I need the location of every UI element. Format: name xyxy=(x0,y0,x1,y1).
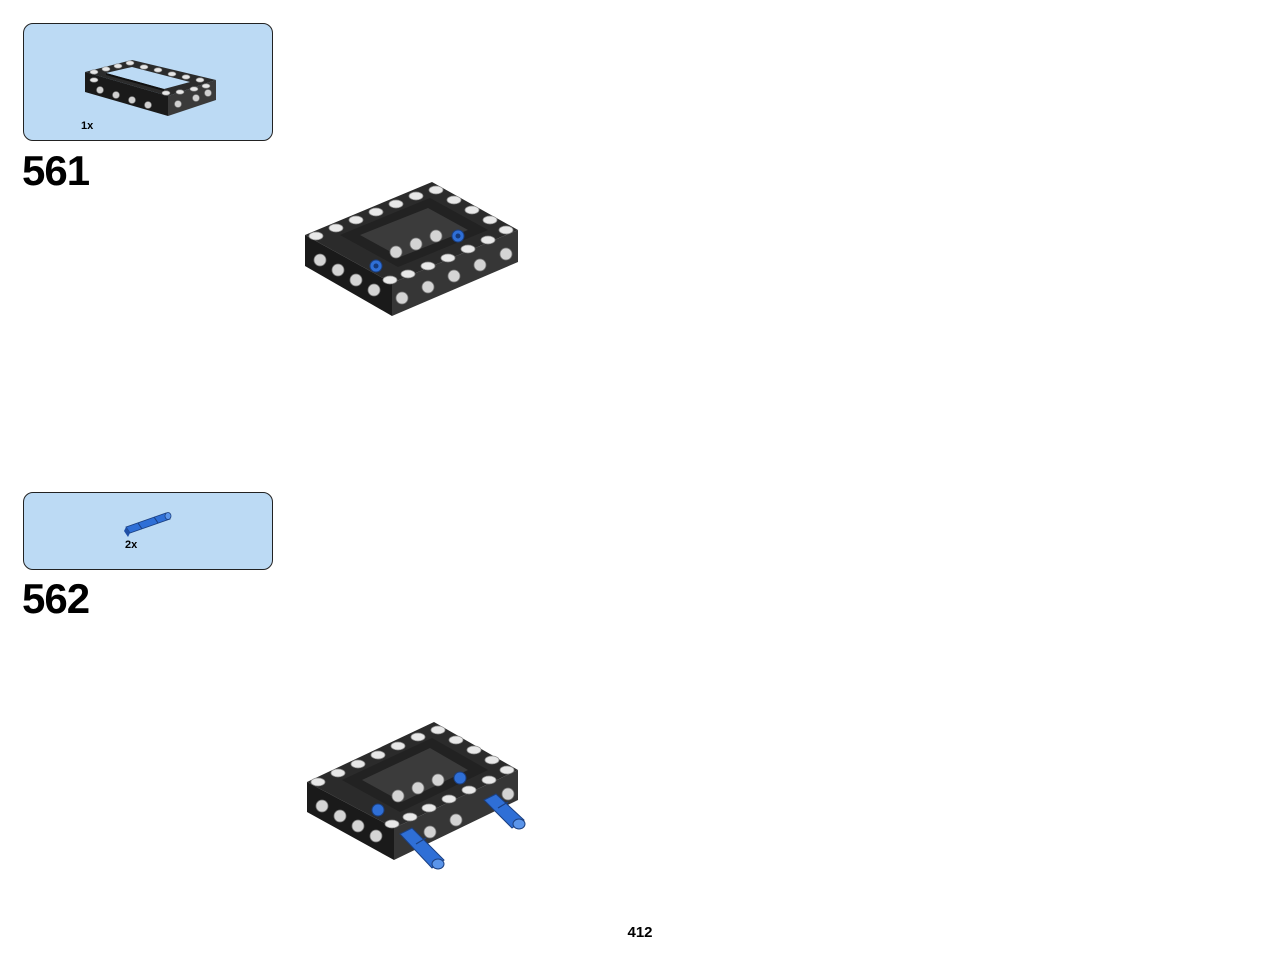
pin-assembly-illustration xyxy=(307,722,526,870)
part-quantity: 1x xyxy=(81,120,94,132)
step-number: 561 xyxy=(22,147,90,194)
blue-pin-icon xyxy=(124,512,172,537)
parts-callout-562: 2x xyxy=(23,492,273,570)
step-number: 562 xyxy=(22,575,90,622)
page-number: 412 xyxy=(627,924,653,941)
parts-callout-561: 1x xyxy=(23,23,273,141)
part-quantity: 2x xyxy=(125,539,138,551)
frame-assembly-illustration xyxy=(305,182,518,316)
frame-5x7-icon xyxy=(85,60,216,116)
blue-pin-inserted-right xyxy=(483,793,526,830)
blue-pin-inserted-left xyxy=(399,827,445,870)
